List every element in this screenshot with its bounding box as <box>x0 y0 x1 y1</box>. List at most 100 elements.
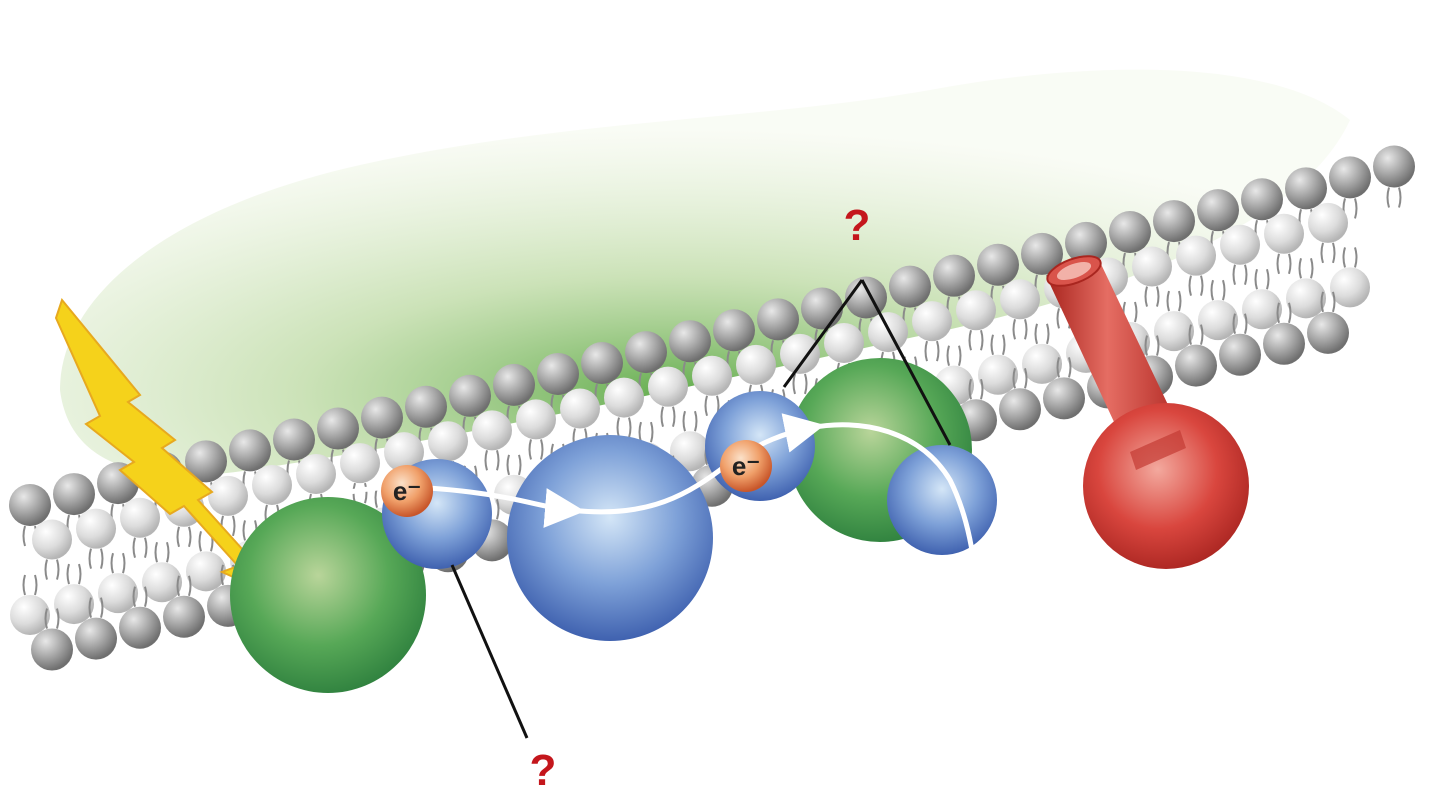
lipid-tail <box>980 378 984 400</box>
lipid-head <box>560 388 600 429</box>
lipid-head <box>1022 343 1062 384</box>
lipid-head <box>801 287 843 330</box>
lipid-tail <box>1276 302 1280 324</box>
lipid-tail <box>496 499 500 520</box>
lipid-tail <box>100 548 104 569</box>
electron-path-segment <box>567 413 825 515</box>
lipid-tail <box>100 597 104 618</box>
lipid-tail <box>694 410 698 432</box>
lipid-tail <box>176 526 180 548</box>
lipid-head <box>1329 156 1371 199</box>
lipid-head <box>956 290 996 331</box>
lipid-head <box>361 396 403 439</box>
lipid-tail <box>1298 258 1302 279</box>
lipid-head <box>1264 213 1304 254</box>
lipid-head <box>581 342 623 385</box>
lipid-head <box>537 352 579 395</box>
lipid-head <box>625 331 667 374</box>
lipid-head <box>1307 311 1349 354</box>
lipid-head <box>1109 211 1151 254</box>
lipid-tail <box>1342 247 1346 268</box>
lipid-head <box>273 418 315 461</box>
lipid-head <box>692 355 732 396</box>
lipid-head <box>405 385 447 428</box>
lipid-tail <box>936 340 940 362</box>
lipid-head <box>780 333 820 374</box>
lipid-head <box>384 432 424 473</box>
lipid-tail <box>242 520 246 541</box>
lipid-head <box>977 243 1019 286</box>
lumen-region <box>60 69 1350 476</box>
lipid-head <box>75 617 117 660</box>
lipid-tail <box>132 586 136 607</box>
lipid-head <box>98 573 138 614</box>
lipid-head <box>185 440 227 483</box>
lipid-tail <box>56 559 60 580</box>
lipid-tail <box>518 454 522 476</box>
lipid-head <box>9 484 51 526</box>
lipid-tail <box>616 417 620 438</box>
lipid-tail <box>484 450 488 471</box>
electron-1-label: e⁻ <box>393 476 421 506</box>
lipid-head <box>1176 235 1216 276</box>
lipid-tail <box>1156 286 1160 307</box>
lipid-head <box>31 628 73 671</box>
lipid-tail <box>1254 268 1258 290</box>
lipid-head <box>76 508 116 549</box>
lipid-head <box>1263 322 1305 365</box>
lipid-head <box>186 551 226 592</box>
lipid-tail <box>1354 247 1358 268</box>
lipid-tail <box>1332 291 1336 313</box>
lipid-tail <box>44 559 48 580</box>
lipid-tail <box>1188 324 1192 345</box>
lipid-tail <box>1034 323 1038 345</box>
lipid-tail <box>56 608 60 629</box>
lipid-tail <box>1056 308 1060 329</box>
lipid-tail <box>66 563 70 585</box>
lipid-tail <box>1046 323 1050 345</box>
lipid-head <box>868 312 908 353</box>
lipid-tail <box>1244 264 1248 285</box>
lipid-head <box>1242 289 1282 330</box>
lipid-tail <box>232 515 236 537</box>
lipid-head <box>229 429 271 472</box>
electron-path-arrow-icon <box>339 484 585 528</box>
lipid-head <box>428 421 468 462</box>
lipid-tail <box>924 340 928 362</box>
electron-2-label: e⁻ <box>732 451 760 481</box>
lipid-head <box>1153 200 1195 243</box>
lipid-head <box>142 562 182 603</box>
lipid-tail <box>968 329 972 351</box>
lipid-tail <box>1222 279 1226 301</box>
lipid-head <box>1373 145 1415 188</box>
lipid-tail <box>660 406 664 427</box>
lipid-head <box>163 595 205 638</box>
lipid-head <box>757 298 799 341</box>
ferredoxin-carrier <box>887 445 997 555</box>
lipid-head <box>1220 224 1260 265</box>
lipid-tail <box>22 525 26 547</box>
lipid-head <box>54 584 94 625</box>
lipid-head <box>889 265 931 308</box>
lipid-tail <box>198 531 202 552</box>
lipid-head <box>1154 311 1194 352</box>
lipid-head <box>670 431 710 472</box>
lipid-tail <box>496 450 500 471</box>
lipid-tail <box>1210 279 1214 301</box>
lipid-tail <box>628 417 632 438</box>
lipid-tail <box>1012 319 1016 340</box>
lipid-tail <box>1244 313 1248 334</box>
lipid-head <box>999 388 1041 431</box>
lipid-tail <box>122 552 126 574</box>
lipid-tail <box>144 586 148 607</box>
lipid-tail <box>1024 368 1028 389</box>
lipid-tail <box>1320 242 1324 264</box>
lipid-tail <box>1156 335 1160 356</box>
lipid-tail <box>88 597 92 618</box>
lipid-tail <box>1232 313 1236 334</box>
lipid-head <box>1286 278 1326 319</box>
lipid-head <box>1241 178 1283 221</box>
lipid-head <box>449 374 491 417</box>
